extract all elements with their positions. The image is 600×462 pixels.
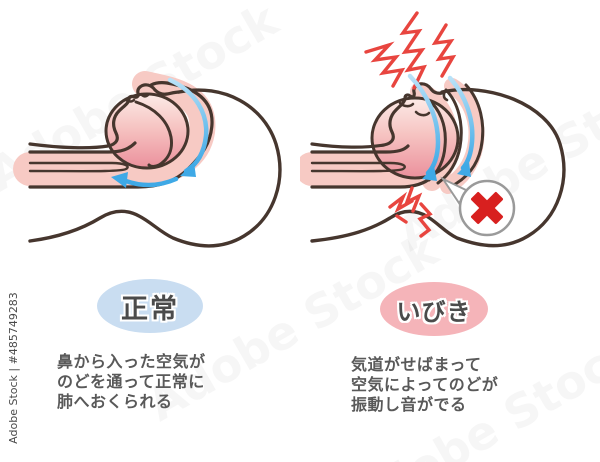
throat-vibration-zigzag-icon bbox=[388, 186, 433, 238]
normal-description-line: のどを通って正常に bbox=[57, 372, 205, 391]
stock-id-watermark: Adobe Stock | #485749283 bbox=[7, 292, 20, 444]
normal-description-line: 肺へおくられる bbox=[57, 392, 173, 411]
blocked-airway-bubble bbox=[440, 176, 516, 237]
snoring-illustration bbox=[300, 11, 566, 248]
snoring-badge: いびき bbox=[380, 282, 488, 336]
normal-description: 鼻から入った空気が のどを通って正常に 肺へおくられる bbox=[57, 352, 206, 412]
snoring-description-line: 振動し音がでる bbox=[351, 395, 467, 414]
normal-description-line: 鼻から入った空気が bbox=[57, 352, 206, 371]
x-icon bbox=[471, 192, 503, 224]
vibration-zigzag-icon bbox=[364, 11, 457, 90]
snoring-description: 気道がせばまって 空気によってのどが 振動し音がでる bbox=[351, 355, 498, 415]
normal-badge: 正常 bbox=[97, 279, 203, 333]
airflow-arrow bbox=[111, 77, 209, 188]
snoring-description-line: 空気によってのどが bbox=[351, 375, 499, 394]
airflow-arrow bbox=[407, 73, 475, 181]
snoring-description-line: 気道がせばまって bbox=[351, 355, 482, 374]
normal-breathing-illustration bbox=[13, 71, 282, 248]
head-outline bbox=[310, 82, 566, 248]
